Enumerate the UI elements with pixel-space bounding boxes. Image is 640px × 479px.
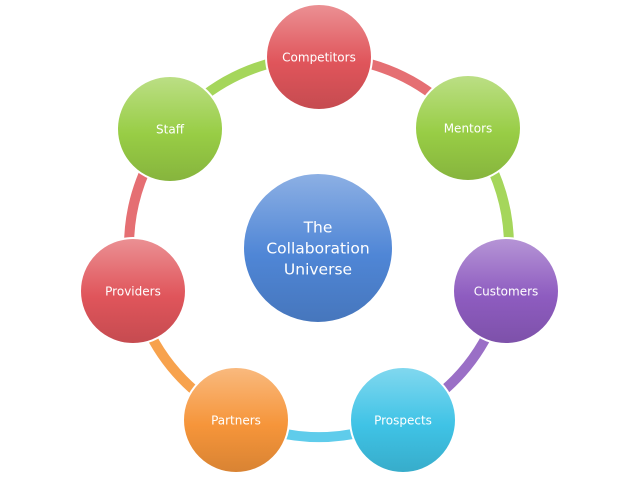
center-circle [242,172,394,324]
node-circle [116,75,224,183]
node-label: Mentors [444,122,493,136]
node-mentors: Mentors [414,74,522,182]
center-label-line: The [303,219,333,237]
node-providers: Providers [79,237,187,345]
node-label: Competitors [282,51,356,65]
node-circle [349,366,457,474]
node-label: Providers [105,285,161,299]
node-label: Partners [211,414,261,428]
center-label-line: Collaboration [266,240,369,258]
node-circle [182,366,290,474]
node-competitors: Competitors [265,3,373,111]
node-label: Staff [156,123,185,137]
center-label-line: Universe [284,261,352,279]
node-circle [265,3,373,111]
node-label: Customers [474,285,539,299]
node-circle [452,237,560,345]
node-customers: Customers [452,237,560,345]
center-hub: The Collaboration Universe [242,172,394,324]
node-circle [414,74,522,182]
node-prospects: Prospects [349,366,457,474]
node-label: Prospects [374,414,432,428]
node-partners: Partners [182,366,290,474]
node-staff: Staff [116,75,224,183]
node-circle [79,237,187,345]
